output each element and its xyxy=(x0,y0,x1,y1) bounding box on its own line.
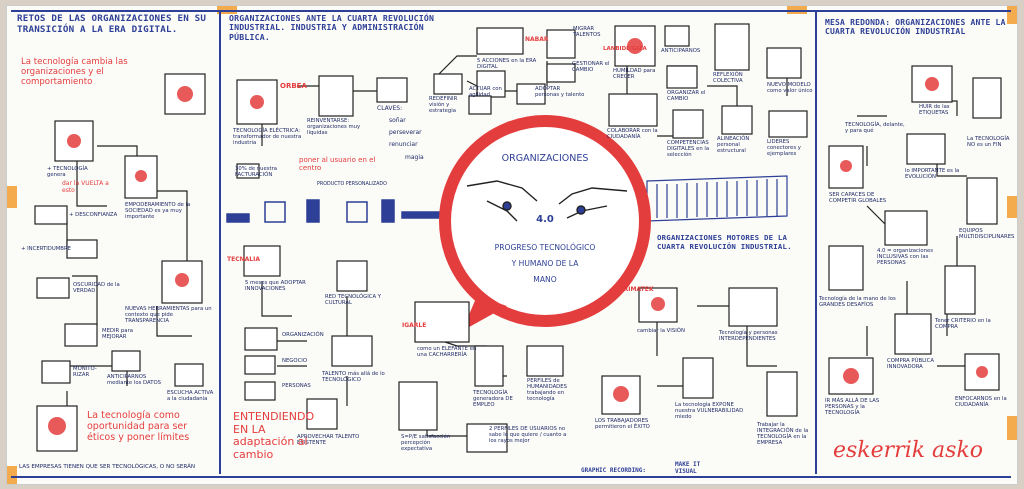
section-divider xyxy=(815,12,817,474)
credit-label: GRAPHIC RECORDING: xyxy=(581,467,647,474)
node-generadora-empleo: TECNOLOGÍA generadora DE EMPLEO xyxy=(473,390,513,409)
node-humildad: HUMILDAD para CRECER xyxy=(613,68,656,81)
section1-title: RETOS DE LAS ORGANIZACIONES EN SU TRANSI… xyxy=(17,13,207,35)
tape xyxy=(1007,416,1017,440)
tag-orbea: ORBEA xyxy=(280,82,307,90)
node-migrar: MIGRAR TALENTOS xyxy=(573,26,601,39)
section1-subtitle: La tecnología cambia las organizaciones … xyxy=(21,57,128,87)
node-incertidumbre: + INCERTIDUMBRE xyxy=(21,246,71,252)
node-adoptar-innovaciones: 5 meses que ADOPTAR INNOVACIONES xyxy=(245,280,306,293)
node-delante: TECNOLOGÍA, delante, y para qué xyxy=(845,122,905,135)
graphic-recording-board: RETOS DE LAS ORGANIZACIONES EN SU TRANSI… xyxy=(6,5,1018,485)
node-adoptar: ADOPTAR personas y talento xyxy=(535,86,585,99)
node-reinventarse: REINVENTARSE: organizaciones muy líquida… xyxy=(307,118,361,137)
center-line2: Y HUMANO DE LA xyxy=(511,259,579,268)
node-criterio: Tener CRITERIO en la COMPRA xyxy=(935,318,991,331)
tag-lanbide: LANBIDE/GIZA xyxy=(603,46,647,52)
node-redefinir: REDEFINIR visión y estrategia xyxy=(429,96,458,115)
node-monitorizar: MONITO-RIZAR xyxy=(73,366,97,379)
section-divider xyxy=(219,12,221,474)
node-gestionar: GESTIONAR el CAMBIO xyxy=(572,61,610,74)
node-aprovechar: APROVECHAR TALENTO EXISTENTE xyxy=(297,434,360,447)
tape xyxy=(7,466,17,484)
connector-drawing xyxy=(34,23,1002,453)
node-escucha: ESCUCHA ACTIVA a la ciudadanía xyxy=(167,390,214,403)
node-red-tecnologica: RED TECNOLÓGICA Y CULTURAL xyxy=(325,294,382,307)
node-competencias: COMPETENCIAS DIGITALES en la selección xyxy=(667,140,710,159)
node-interdependientes: Tecnología y personas INTERDEPENDIENTES xyxy=(719,330,778,343)
node-mas-alla: IR MÁS ALLÁ DE LAS PERSONAS y la TECNOLO… xyxy=(825,398,880,417)
node-no-fin: La TECNOLOGÍA NO es un FIN xyxy=(967,136,1010,149)
clave-3: renunciar xyxy=(389,141,418,148)
node-satisfaccion: S=P/E satisfacción percepción expectativ… xyxy=(401,434,451,453)
tape xyxy=(1007,6,1017,24)
node-vuelta: dar la VUELTA a esto xyxy=(62,180,109,194)
node-etiquetas: HUIR de las ETIQUETAS xyxy=(919,104,950,117)
section1-quote: La tecnología como oportunidad para ser … xyxy=(87,410,190,443)
node-anticiparnos: ANTICIPARNOS mediante los DATOS xyxy=(107,374,161,387)
node-negocio: NEGOCIO xyxy=(282,358,308,364)
node-empoderamiento: EMPODERAMIENTO de la SOCIEDAD es ya muy … xyxy=(125,202,191,221)
node-organizacion: ORGANIZACIÓN xyxy=(282,332,324,338)
tag-nabar: NABAR xyxy=(525,36,549,43)
tag-igarle: IGARLE xyxy=(402,322,427,329)
node-adaptacion: ENTENDIENDO EN LA adaptación al cambio xyxy=(233,410,315,461)
node-nuevo-modelo: NUEVO MODELO como valor único xyxy=(767,82,813,95)
node-perfiles: PERFILES de HUMANIDADES trabajando en te… xyxy=(527,378,567,403)
node-integracion: Trabajar la INTEGRACIÓN de la TECNOLOGÍA… xyxy=(757,422,809,447)
signature-text: eskerrik asko xyxy=(833,438,984,463)
node-5-acciones: 5 ACCIONES en la ERA DIGITAL xyxy=(477,58,537,71)
node-tecnologia-electrica: TECNOLOGÍA ELÉCTRICA: transformador de n… xyxy=(233,128,302,147)
clave-2: perseverar xyxy=(389,129,422,136)
node-usuario-centro: poner al usuario en el centro xyxy=(299,156,376,173)
center-line1: PROGRESO TECNOLÓGICO xyxy=(494,243,596,252)
center-line3: MANO xyxy=(533,275,557,284)
top-border xyxy=(11,10,1011,12)
node-usuarios: 2 PERFILES DE USUARIOS no sabe lo que qu… xyxy=(489,426,567,445)
tape xyxy=(7,186,17,208)
node-evolucion: lo IMPORTANTE es la EVOLUCIÓN xyxy=(905,168,960,181)
node-inclusivas: 4.0 = organizaciones INCLUSIVAS con las … xyxy=(877,248,934,267)
node-personas: PERSONAS xyxy=(282,383,311,389)
node-desafios: Tecnología de la mano de los GRANDES DES… xyxy=(819,296,896,309)
node-competir: SER CAPACES DE COMPETIR GLOBALES xyxy=(829,192,887,205)
section3-title: ORGANIZACIONES MOTORES DE LA CUARTA REVO… xyxy=(657,233,792,251)
node-facturacion: 30% de nuestra FACTURACIÓN xyxy=(235,166,277,179)
center-title: ORGANIZACIONES xyxy=(501,153,589,164)
node-oscuridad: OSCURIDAD de la VERDAD xyxy=(73,282,120,295)
node-talento: TALENTO más allá de lo TECNOLÓGICO xyxy=(322,371,385,384)
section1-footer: LAS EMPRESAS TIENEN QUE SER TECNOLÓGICAS… xyxy=(19,464,196,470)
node-anticiparnos-2: ANTICIPARNOS xyxy=(661,48,701,54)
section4-title: MESA REDONDA: ORGANIZACIONES ANTE LA CUA… xyxy=(825,18,1006,37)
node-reflexion: REFLEXIÓN COLECTIVA xyxy=(713,72,743,85)
node-organizar-cambio: ORGANIZAR el CAMBIO xyxy=(667,90,706,103)
node-vision: cambiar la VISIÓN xyxy=(637,328,685,334)
node-trabajadores: LOS TRABAJADORES permitieron el ÉXITO xyxy=(595,418,650,431)
node-colaborar: COLABORAR con la CIUDADANÍA xyxy=(607,128,658,141)
node-alineacion: ALINEACIÓN personal estructural xyxy=(717,136,750,155)
clave-1: soñar xyxy=(389,117,406,124)
bottom-border xyxy=(11,476,1011,478)
node-compra-publica: COMPRA PÚBLICA INNOVADORA xyxy=(887,358,934,371)
node-ciudadania: ENFOCARNOS en la CIUDADANÍA xyxy=(955,396,1007,409)
node-desconfianza: + DESCONFIANZA xyxy=(69,212,118,218)
section2-title: ORGANIZACIONES ANTE LA CUARTA REVOLUCIÓN… xyxy=(229,13,435,42)
node-equipos: EQUIPOS MULTIDISCIPLINARES xyxy=(959,228,1015,241)
tape xyxy=(1007,196,1017,218)
credit-name: MAKE IT VISUAL xyxy=(675,461,701,475)
clave-4: magia xyxy=(405,154,424,161)
node-lideres: LIDERES conectores y ejemplares xyxy=(767,139,801,158)
tag-arimatek: ARIMATEK xyxy=(619,286,654,293)
node-tecnologia: + TECNOLOGÍA genera xyxy=(47,166,88,179)
node-medir: MEDIR para MEJORAR xyxy=(102,328,133,341)
node-actuar: ACTUAR con agilidad xyxy=(469,86,502,99)
claves-label: CLAVES: xyxy=(377,105,403,112)
node-producto: PRODUCTO PERSONALIZADO xyxy=(317,182,387,187)
node-vulnerabilidad: La tecnología EXPONE nuestra VULNERABILI… xyxy=(675,402,744,421)
node-herramientas: NUEVAS HERRAMIENTAS para un contexto que… xyxy=(125,306,212,325)
tag-tecnalia: TECNALIA xyxy=(227,256,260,263)
node-elefante: como un ELEFANTE en una CACHARRERÍA xyxy=(417,346,477,359)
center-version: 4.0 xyxy=(536,214,554,225)
